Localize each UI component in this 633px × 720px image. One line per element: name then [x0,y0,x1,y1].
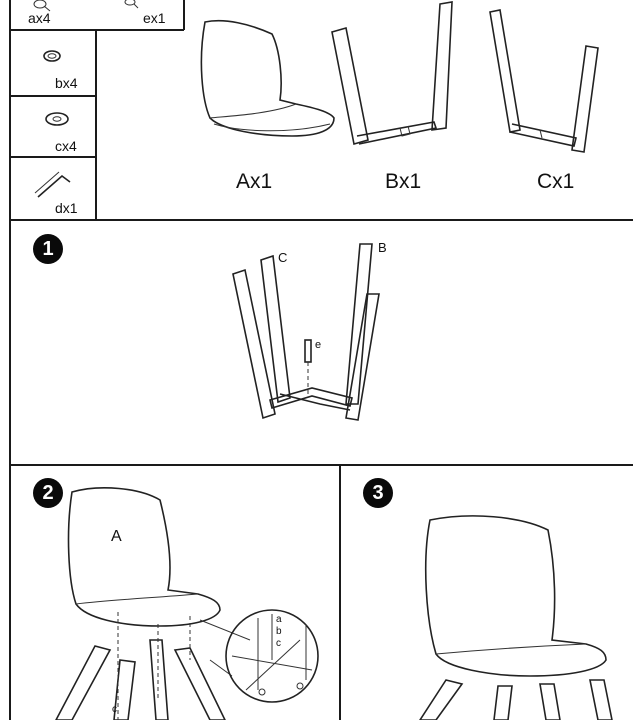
step2-chair-drawing [55,487,319,720]
step-1-badge: 1 [33,234,63,264]
step1-base-drawing [232,243,380,421]
step-2-badge: 2 [33,478,63,508]
step3-chair-drawing [419,515,613,720]
bolt-icon [33,0,51,12]
detail-label-c: c [276,638,281,649]
detail-label-a: a [276,614,282,625]
part-ax-label: ax4 [28,10,51,26]
leg-frame-b-drawing [331,1,453,146]
component-b-label: Bx1 [385,170,422,193]
leg-frame-c-drawing [489,9,599,153]
step1-leg-c-label: C [278,250,288,265]
spring-washer-icon [43,50,61,62]
part-dx-label: dx1 [55,200,78,216]
part-bx-label: bx4 [55,75,78,91]
allen-key-icon [34,171,71,198]
component-a-label: Ax1 [236,170,273,193]
step1-leg-b-label: B [378,240,387,255]
detail-label-b: b [276,626,282,637]
part-ex-label: ex1 [143,10,166,26]
long-bolt-icon [124,0,139,9]
component-c-label: Cx1 [537,170,575,193]
step-3-badge: 3 [363,478,393,508]
step2-seat-a-label: A [111,528,122,545]
flat-washer-icon [45,112,69,126]
step1-bolt-e-label: e [315,339,322,351]
part-cx-label: cx4 [55,138,77,154]
detail-label-c-lower: c [112,704,117,715]
seat-shell-drawing [200,19,335,137]
panel-frames [9,0,633,720]
